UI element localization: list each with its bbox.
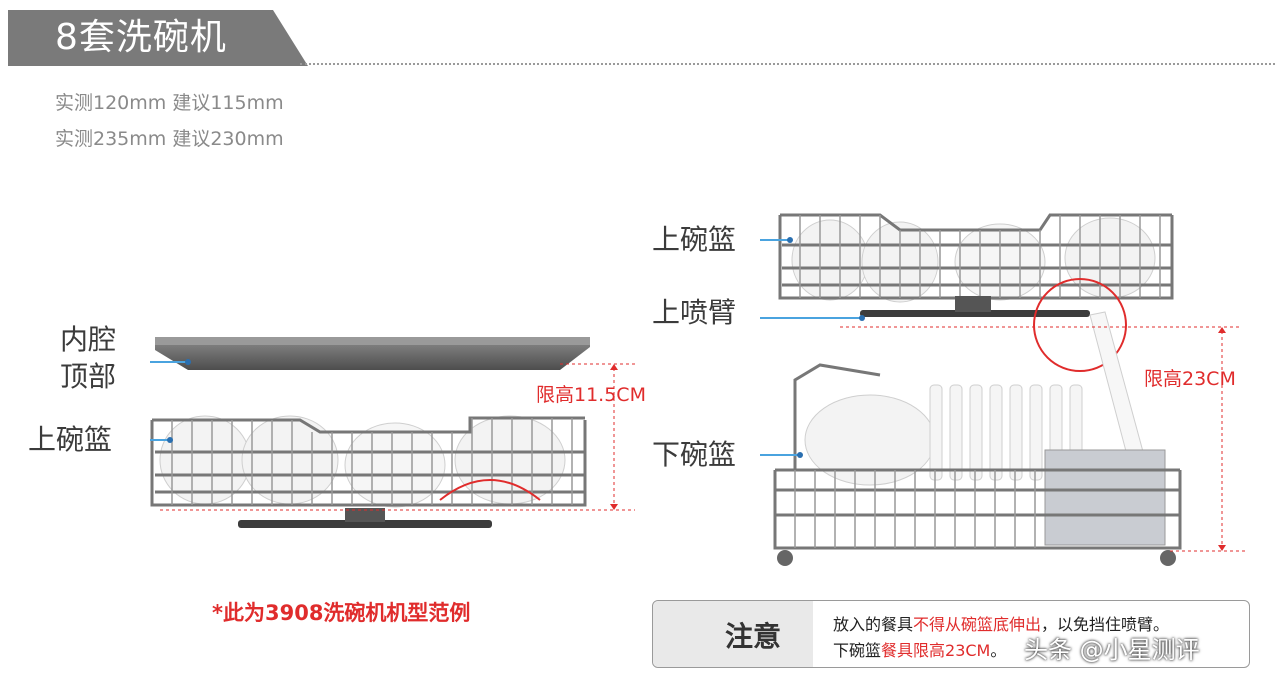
title-tab [8,10,308,66]
notice-line-2: 下碗篮餐具限高23CM。 [833,637,1006,661]
left-height-limit-label: 限高11.5CM [536,384,646,406]
right-lower-basket [773,311,1182,566]
left-spray-arm [238,520,492,528]
example-model-note: *此为3908洗碗机机型范例 [212,601,471,625]
right-height-limit-lines [840,326,1245,552]
label-right-upper-basket: 上碗篮 [652,223,737,256]
watermark: 头条 @小星测评 [1024,636,1200,664]
left-upper-basket [150,415,587,508]
notice-line-1-text-red: 不得从碗篮底伸出 [913,615,1042,634]
notice-header [653,601,813,667]
label-cavity-top-line1: 内腔 [60,323,117,356]
right-upper-spray-arm [860,310,1090,317]
notice-box: 注意 放入的餐具不得从碗篮底伸出，以免挡住喷臂。 下碗篮餐具限高23CM。 [652,600,1250,668]
cutlery-basket [1044,449,1166,546]
measurement-2: 实测235mm 建议230mm [55,128,284,150]
left-height-limit-lines [160,363,635,511]
left-basket-bars [171,418,573,505]
notice-line-1-text-a: 放入的餐具 [833,615,914,634]
notice-line-1: 放入的餐具不得从碗篮底伸出，以免挡住喷臂。 [833,611,1169,635]
interference-highlight [1033,278,1127,372]
measurement-1: 实测120mm 建议115mm [55,92,284,114]
label-cavity-top-line2: 顶部 [60,360,117,393]
notice-line-2-text-a: 下碗篮 [833,641,882,660]
label-left-upper-basket: 上碗篮 [28,423,113,456]
notice-line-2-text-b: 。 [990,641,1007,660]
right-upper-basket [778,213,1174,303]
label-lower-basket: 下碗篮 [652,438,737,471]
cavity-top-panel [155,337,590,370]
notice-title: 注意 [725,620,782,653]
label-upper-spray-arm: 上喷臂 [652,296,737,329]
right-height-limit-label: 限高23CM [1144,368,1236,390]
title-divider [300,63,1275,65]
notice-line-2-text-red: 餐具限高23CM [881,641,991,660]
notice-line-1-text-b: ，以免挡住喷臂。 [1041,615,1170,634]
page-title: 8套洗碗机 [55,17,227,58]
